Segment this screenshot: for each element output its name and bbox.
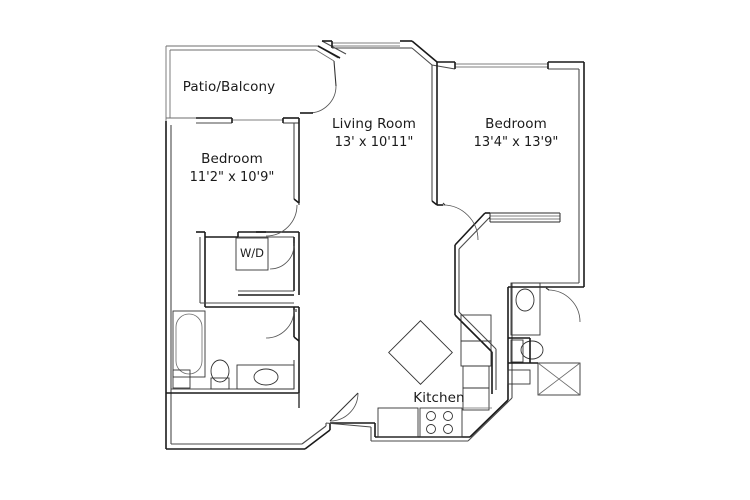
bedroom-master-door [442, 202, 479, 241]
master-bath-door [545, 287, 581, 323]
top-exterior-walls [317, 40, 585, 287]
bedroom-secondary-walls [166, 117, 300, 408]
label-bedroom-secondary: Bedroom [201, 151, 263, 167]
label-patio-balcony: Patio/Balcony [183, 79, 275, 95]
washer-dryer-fixture: W/D [235, 237, 269, 271]
label-bedroom-secondary-dimensions: 11'2" x 10'9" [190, 170, 275, 185]
exterior-walls [165, 121, 331, 450]
living-room-partition-walls [431, 62, 497, 394]
entry-door [329, 392, 359, 422]
bedroom-secondary-door [256, 203, 300, 237]
master-bath-fixtures [507, 282, 581, 396]
doors-group [256, 60, 581, 422]
room-labels: Patio/Balcony Bedroom 11'2" x 10'9" Livi… [183, 79, 559, 406]
laundry-closet-door [269, 243, 295, 270]
patio-door [300, 60, 337, 114]
label-living-room: Living Room [332, 116, 416, 132]
label-bedroom-master: Bedroom [485, 116, 547, 132]
washer-dryer-label: W/D [240, 246, 264, 260]
label-living-room-dimensions: 13' x 10'11" [335, 135, 414, 150]
label-bedroom-master-dimensions: 13'4" x 13'9" [474, 135, 559, 150]
kitchen-fixtures [377, 314, 492, 438]
label-kitchen: Kitchen [413, 390, 464, 406]
bedroom-master-window-right [489, 212, 561, 223]
hall-bath-fixtures [172, 310, 295, 390]
hall-bath-door [265, 309, 300, 342]
